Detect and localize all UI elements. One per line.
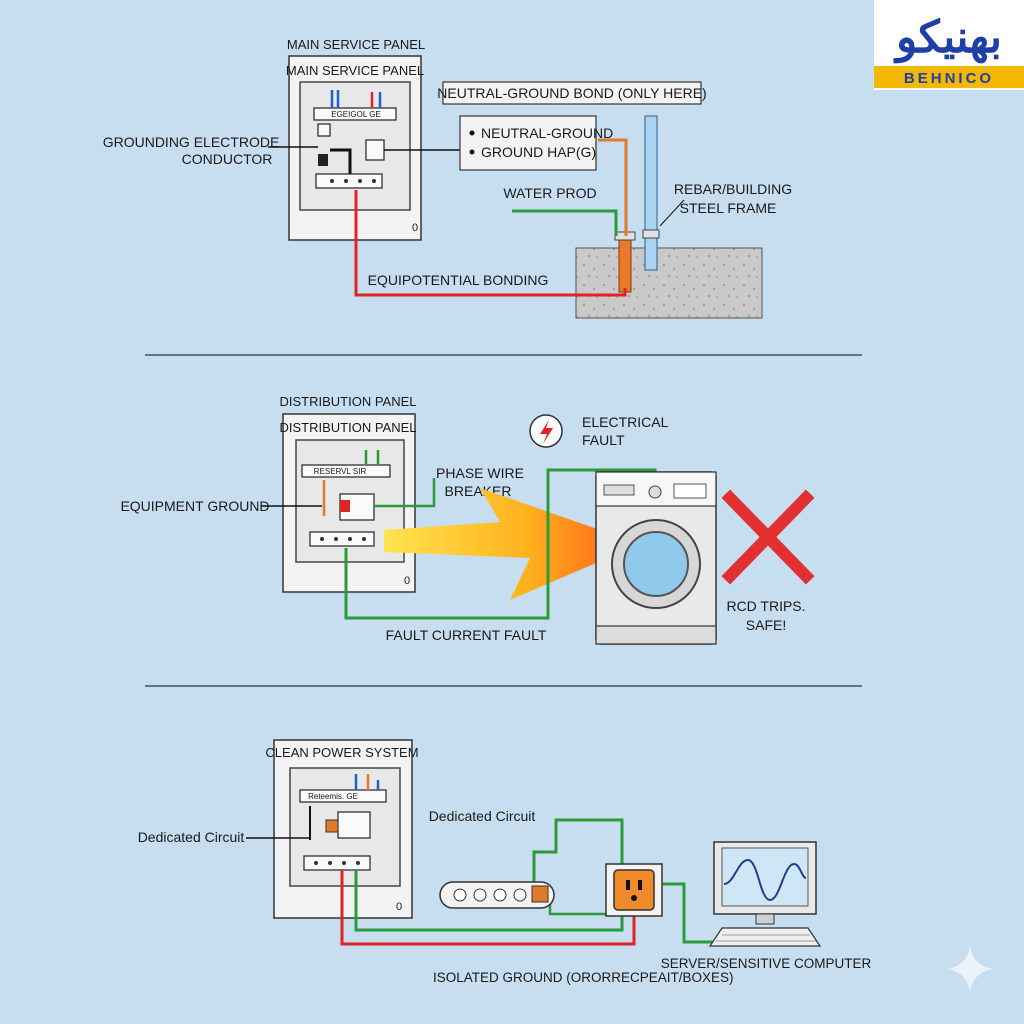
logo-latin: BEHNICO	[904, 70, 994, 87]
water-green-wire	[512, 209, 618, 236]
computer-monitor-icon	[713, 841, 817, 925]
washing-machine-icon	[595, 471, 717, 645]
isolated-ground-wire	[354, 870, 624, 932]
main-bus-bar	[313, 107, 397, 121]
main-panel-title: MAIN SERVICE PANEL	[286, 63, 424, 78]
equipotential-label: EQUIPOTENTIAL BONDING	[368, 272, 549, 288]
phase-label-line1: PHASE WIRE	[436, 465, 524, 481]
section-distribution: DISTRIBUTION PANEL DISTRIBUTION PANEL RE…	[120, 394, 815, 645]
rebar-label-line2: STEEL FRAME	[680, 200, 777, 216]
x-mark-icon	[721, 489, 815, 585]
fault-label-line2: FAULT	[582, 432, 625, 448]
main-breaker	[365, 139, 385, 161]
concrete-foundation	[575, 247, 763, 319]
fault-current-label: FAULT CURRENT FAULT	[386, 627, 547, 643]
rcd-label-line2: SAFE!	[746, 617, 786, 633]
bond-title: NEUTRAL-GROUND BOND (ONLY HERE)	[437, 85, 706, 101]
dedicated-green-wire	[532, 818, 624, 896]
isolated-hot-wire	[340, 870, 636, 946]
section-clean-power: CLEAN POWER SYSTEM Reteemis. GE 0 Dedica…	[138, 739, 872, 985]
clean-panel-title: CLEAN POWER SYSTEM	[265, 745, 418, 760]
rcd-label-line1: RCD TRIPS.	[726, 598, 805, 614]
dist-bus-label: RESERVL SIR	[314, 467, 367, 476]
equipment-ground-label: EQUIPMENT GROUND	[120, 498, 269, 514]
main-panel-inner	[299, 81, 411, 211]
server-label: SERVER/SENSITIVE COMPUTER	[661, 956, 872, 971]
clean-neutral-bar	[303, 855, 371, 871]
main-panel-caption: MAIN SERVICE PANEL	[287, 37, 425, 52]
water-rod-label: WATER PROD	[503, 185, 596, 201]
isolated-ground-label: ISOLATED GROUND (ORORRECPEAIT/BOXES)	[433, 970, 734, 985]
bond-title-box	[442, 81, 702, 105]
bond-orange-wire	[598, 138, 628, 236]
main-panel-number: 0	[412, 222, 418, 234]
dist-panel-caption: DISTRIBUTION PANEL	[279, 394, 416, 409]
dedicated-circuit-top: Dedicated Circuit	[429, 808, 536, 824]
outlet-icon	[605, 863, 663, 917]
water-rod	[618, 235, 632, 293]
rebar-label-line1: REBAR/BUILDING	[674, 181, 792, 197]
fault-label-line1: ELECTRICAL	[582, 414, 669, 430]
dist-neutral-bar	[309, 531, 375, 547]
main-neutral-bar	[315, 173, 383, 189]
rebar-steel-frame	[644, 115, 658, 271]
clean-breaker	[337, 811, 371, 839]
sparkle-icon	[947, 946, 993, 992]
equipotential-bonding-wire	[354, 190, 627, 297]
electrode-label-line1: GROUNDING ELECTRODE	[103, 134, 280, 150]
power-strip-icon	[439, 881, 555, 909]
dist-bus-bar	[301, 464, 391, 478]
keyboard-icon	[708, 927, 822, 947]
bond-item-1: NEUTRAL-GROUND	[481, 125, 613, 141]
electrode-label-line2: CONDUCTOR	[182, 151, 273, 167]
dist-panel-title: DISTRIBUTION PANEL	[279, 420, 416, 435]
dedicated-circuit-left: Dedicated Circuit	[138, 829, 245, 845]
fault-arrow	[384, 488, 640, 600]
dist-panel-number: 0	[404, 575, 410, 587]
outlet-to-computer-wire	[660, 882, 738, 944]
clean-bus-label: Reteemis. GE	[308, 792, 358, 801]
bond-item-2: GROUND HAP(G)	[481, 144, 596, 160]
behnico-logo: بهنیکو BEHNICO	[874, 0, 1024, 90]
clean-panel-number: 0	[396, 901, 402, 913]
section-main-service: MAIN SERVICE PANEL MAIN SERVICE PANEL EG…	[103, 37, 792, 319]
logo-persian: بهنیکو	[893, 13, 1002, 64]
bond-detail-box	[459, 115, 597, 171]
clean-bus-bar	[299, 789, 387, 803]
main-bus-label: EGEIGOL GE	[331, 110, 381, 119]
